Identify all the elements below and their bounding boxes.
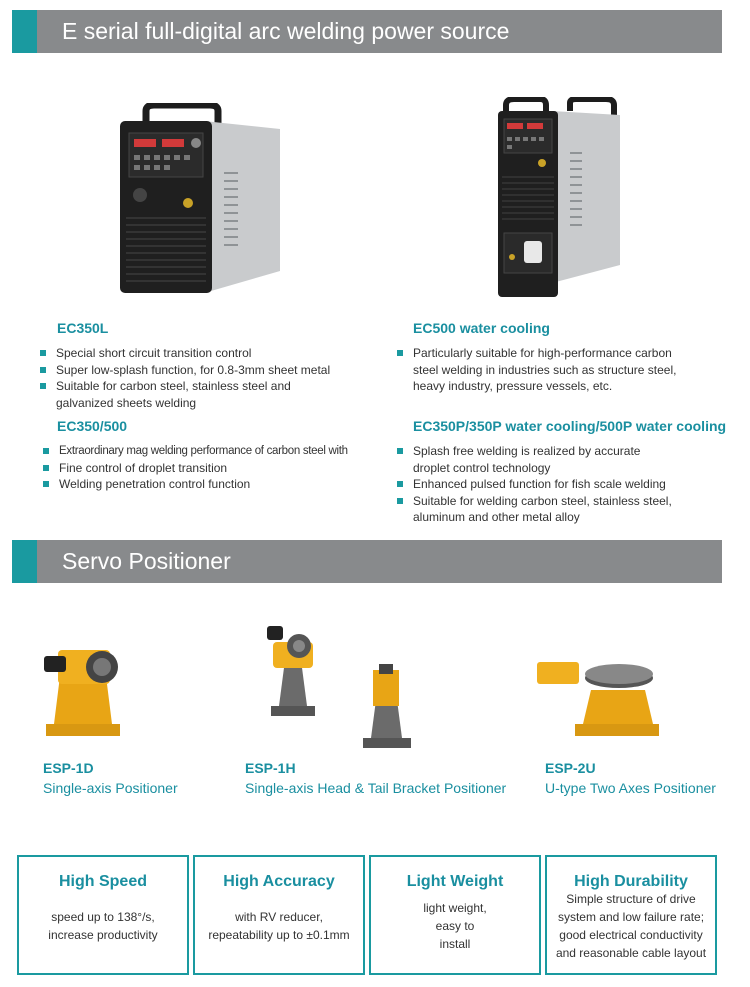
- list-item: Extraordinary mag welding performance of…: [43, 443, 353, 460]
- list-item: Welding penetration control function: [43, 476, 353, 493]
- esp-2u-image: [537, 662, 659, 736]
- list-item: Enhanced pulsed function for fish scale …: [397, 476, 677, 493]
- ec500-water-cooling-title: EC500 water cooling: [413, 320, 550, 336]
- esp-2u-code: ESP-2U: [545, 760, 596, 776]
- feature-description: with RV reducer, repeatability up to ±0.…: [208, 910, 350, 942]
- feature-title: High Durability: [574, 873, 688, 890]
- banner-accent: [12, 10, 37, 53]
- list-item: Particularly suitable for high-performan…: [397, 345, 677, 395]
- esp-1d-code: ESP-1D: [43, 760, 94, 776]
- feature-description: light weight, easy to install: [423, 901, 487, 951]
- feature-title: High Speed: [58, 873, 147, 890]
- ec350l-title: EC350L: [57, 320, 109, 336]
- esp-1h-name: Single-axis Head & Tail Bracket Position…: [245, 780, 507, 796]
- feature-description: Simple structure of drive system and low…: [555, 892, 707, 960]
- list-item: Fine control of droplet transition: [43, 460, 353, 477]
- feature-high-speed: High Speed speed up to 138°/s, increase …: [17, 855, 189, 975]
- ec350p-feature-list: Splash free welding is realized by accur…: [397, 443, 677, 526]
- ec500-feature-list: Particularly suitable for high-performan…: [397, 345, 677, 395]
- section-banner-servo-positioner: Servo Positioner: [12, 540, 722, 583]
- ec350l-machine-image: [120, 103, 280, 293]
- ec350-500-feature-list: Extraordinary mag welding performance of…: [43, 443, 353, 493]
- esp-1d-name: Single-axis Positioner: [43, 780, 178, 796]
- feature-high-accuracy: High Accuracy with RV reducer, repeatabi…: [193, 855, 365, 975]
- ec350p-title: EC350P/350P water cooling/500P water coo…: [413, 418, 727, 434]
- section-banner-power-source: E serial full-digital arc welding power …: [12, 10, 722, 53]
- esp-1h-code: ESP-1H: [245, 760, 296, 776]
- list-item: Special short circuit transition control: [40, 345, 340, 362]
- feature-light-weight: Light Weight light weight, easy to insta…: [369, 855, 541, 975]
- banner-accent: [12, 540, 37, 583]
- section-title: E serial full-digital arc welding power …: [62, 18, 510, 44]
- feature-title: Light Weight: [406, 873, 504, 890]
- esp-1d-image: [44, 650, 120, 736]
- section-title: Servo Positioner: [62, 548, 231, 574]
- feature-title: High Accuracy: [223, 873, 335, 890]
- ec350l-feature-list: Special short circuit transition control…: [40, 345, 340, 411]
- esp-1h-image: [267, 626, 411, 748]
- list-item: Suitable for carbon steel, stainless ste…: [40, 378, 296, 411]
- ec350-500-title: EC350/500: [57, 418, 128, 434]
- esp-2u-name: U-type Two Axes Positioner: [545, 780, 716, 796]
- list-item: Splash free welding is realized by accur…: [397, 443, 677, 476]
- ec500-machine-image: [498, 97, 620, 297]
- list-item: Suitable for welding carbon steel, stain…: [397, 493, 677, 526]
- feature-description: speed up to 138°/s, increase productivit…: [48, 910, 158, 942]
- list-item: Super low-splash function, for 0.8-3mm s…: [40, 362, 340, 379]
- feature-high-durability: High Durability Simple structure of driv…: [545, 855, 717, 975]
